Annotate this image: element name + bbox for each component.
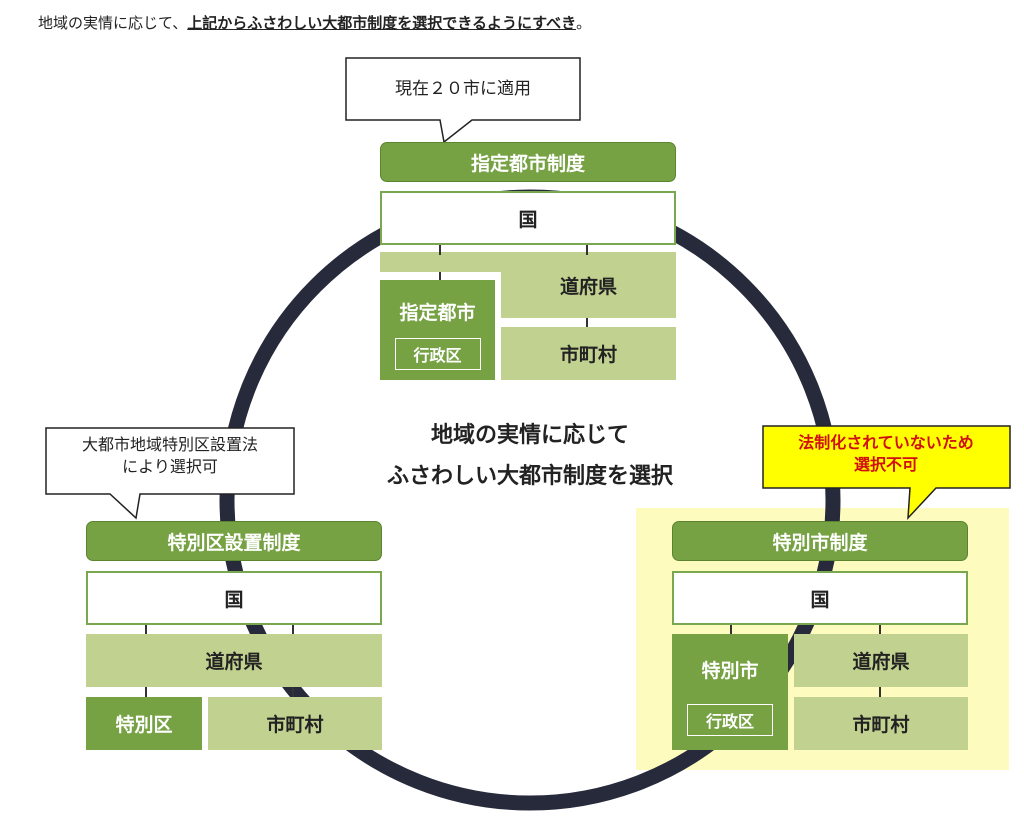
header-text: 地域の実情に応じて、上記からふさわしい大都市制度を選択できるようにすべき。 [38,12,591,33]
special-ward-callout [45,427,295,520]
special-city-kuni: 国 [672,571,968,625]
special-city-tick-2 [879,625,881,634]
special-city-city-box: 特別市 行政区 [672,634,788,750]
designated-title: 指定都市制度 [380,142,676,182]
designated-ward: 行政区 [394,338,481,370]
special-city-title: 特別市制度 [672,521,968,561]
designated-tick-1 [439,245,441,255]
special-city-note [762,425,1011,521]
special-ward-kuni: 国 [86,571,382,625]
header-prefix: 地域の実情に応じて、 [38,14,188,32]
special-ward-title: 特別区設置制度 [86,521,382,561]
special-city-city-label: 特別市 [701,659,759,682]
special-city-note-line-1: 法制化されていないため [798,433,974,452]
designated-city-box: 指定都市 行政区 [380,280,495,380]
special-city-note-text: 法制化されていないため 選択不可 [764,432,1008,475]
header-emphasis: 上記からふさわしい大都市制度を選択できるようにすべき [187,14,577,32]
designated-callout [345,57,581,144]
special-ward-callout-text: 大都市地域特別区設置法 により選択可 [46,434,294,477]
special-ward-tick-4 [292,687,294,697]
special-city-tick-3 [879,687,881,697]
special-ward-ward: 特別区 [86,697,202,750]
center-line-1: 地域の実情に応じて [430,423,629,448]
special-ward-pref: 道府県 [86,634,382,687]
special-city-ward: 行政区 [687,704,773,736]
header-suffix: 。 [576,14,592,32]
designated-pref: 道府県 [501,252,676,318]
special-city-muni: 市町村 [794,697,968,750]
designated-city-label: 指定都市 [399,301,476,324]
special-city-note-line-2: 選択不可 [853,454,918,474]
special-ward-callout-line-2: により選択可 [122,456,218,476]
designated-tick-4 [586,318,588,327]
special-ward-tick-2 [292,625,294,634]
special-ward-callout-line-1: 大都市地域特別区設置法 [81,435,258,454]
center-line-2: ふさわしい大都市制度を選択 [386,463,673,489]
designated-tick-2 [586,245,588,255]
special-ward-tick-1 [145,625,147,634]
center-caption: 地域の実情に応じて ふさわしい大都市制度を選択 [352,416,708,497]
special-ward-muni: 市町村 [208,697,382,750]
designated-kuni: 国 [380,191,676,245]
special-city-tick-1 [730,625,732,634]
special-city-pref: 道府県 [794,634,968,687]
designated-tick-3 [439,272,441,280]
designated-callout-text: 現在２０市に適用 [395,78,531,99]
designated-muni: 市町村 [501,327,676,380]
special-ward-tick-3 [145,687,147,697]
